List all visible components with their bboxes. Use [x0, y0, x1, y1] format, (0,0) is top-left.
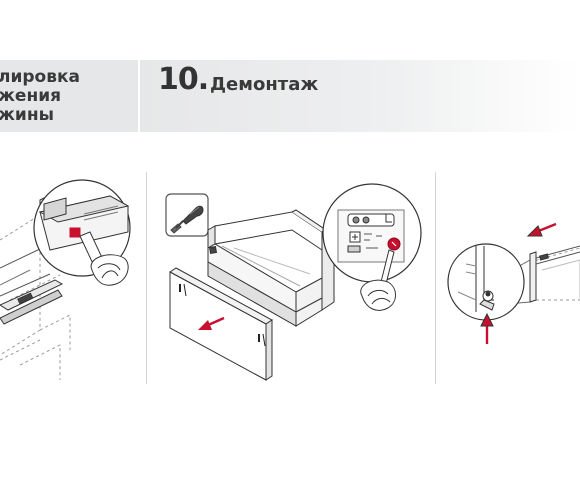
release-detail-zoom-circle [447, 243, 525, 321]
previous-step-title-line-2: жения [0, 86, 62, 106]
screwdriver-icon [170, 205, 204, 234]
next-illustration [447, 222, 580, 344]
cabinet-outline [0, 214, 71, 380]
previous-step-illustration [0, 179, 131, 380]
arrow-icon [480, 312, 494, 344]
detail-zoom-circle [33, 179, 131, 277]
drawer-box [207, 209, 335, 327]
screwdriver-handle-lower [360, 279, 396, 311]
previous-step-title-line-3: жины [0, 105, 54, 125]
previous-step-title-line-1: лировка [0, 67, 80, 87]
current-step-header [140, 60, 580, 132]
step-number: 10. [158, 62, 209, 97]
tool-badge [165, 193, 209, 237]
previous-step-title: лировка жения жины [0, 68, 80, 125]
previous-step-header: лировка жения жины [0, 60, 138, 132]
panel-divider-1 [146, 172, 147, 384]
drawer-runner [0, 269, 64, 325]
arrow-icon [526, 222, 557, 237]
step-title: Демонтаж [210, 74, 319, 95]
screwdriver-handle [90, 254, 129, 286]
arrow-icon [198, 316, 225, 330]
front-panel [169, 267, 273, 381]
panel-divider-2 [435, 172, 436, 384]
lock-detail-zoom-circle [322, 183, 422, 297]
